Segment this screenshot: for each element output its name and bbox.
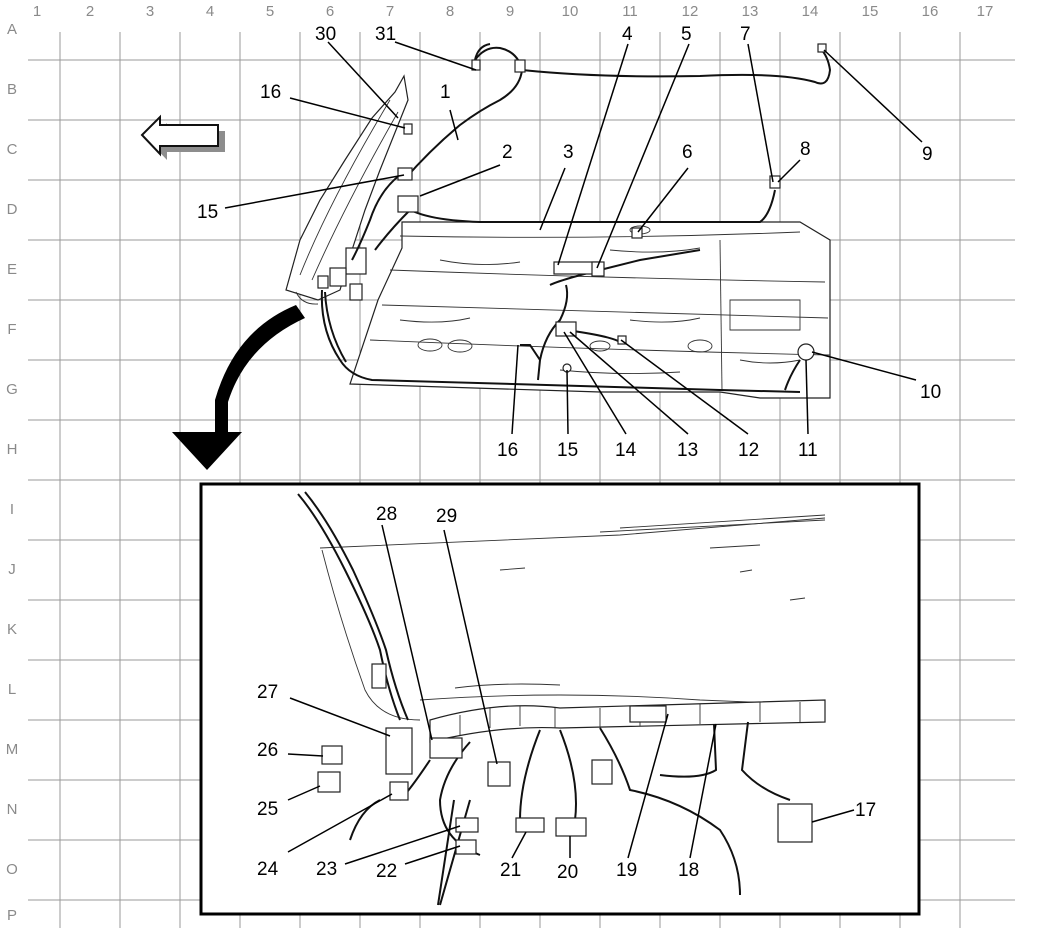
callout-label: 23 xyxy=(316,859,337,880)
callout-label: 13 xyxy=(677,440,698,461)
detail-view xyxy=(199,482,921,916)
arrow-left-icon xyxy=(140,114,225,160)
callout-label: 29 xyxy=(436,506,457,527)
row-label: K xyxy=(7,621,17,638)
detail-callouts: 28 29 27 26 25 24 23 22 21 20 19 18 17 xyxy=(257,504,876,883)
callout-label: 22 xyxy=(376,861,397,882)
connector-28 xyxy=(429,737,463,759)
column-label: 13 xyxy=(742,3,759,20)
column-label: 5 xyxy=(266,3,274,20)
column-label: 17 xyxy=(977,3,994,20)
connector-23 xyxy=(455,817,479,833)
callout-label: 17 xyxy=(855,800,876,821)
callout-label: 27 xyxy=(257,682,278,703)
row-label: B xyxy=(7,81,17,98)
dash-pillar-area xyxy=(285,74,409,305)
connector-21 xyxy=(515,817,545,833)
column-label: 4 xyxy=(206,3,214,20)
callout-label: 3 xyxy=(563,142,574,163)
callout-label: 19 xyxy=(616,860,637,881)
detail-frame xyxy=(199,482,921,916)
connector-19 xyxy=(629,705,667,723)
connector-20 xyxy=(555,817,587,837)
row-label: H xyxy=(7,441,18,458)
callout-label: 25 xyxy=(257,799,278,820)
row-label: G xyxy=(6,381,18,398)
clip xyxy=(371,663,387,689)
column-label: 1 xyxy=(33,3,41,20)
column-label: 8 xyxy=(446,3,454,20)
column-label: 16 xyxy=(922,3,939,20)
grid-row-labels: A B C D E F G H I J K L M N O P xyxy=(6,21,19,924)
column-label: 9 xyxy=(506,3,514,20)
row-label: I xyxy=(10,501,14,518)
connector-27 xyxy=(385,727,413,775)
column-label: 7 xyxy=(386,3,394,20)
column-label: 3 xyxy=(146,3,154,20)
row-label: O xyxy=(6,861,18,878)
callout-label: 10 xyxy=(920,382,941,403)
column-label: 11 xyxy=(622,3,638,20)
connector-relay xyxy=(591,759,613,785)
column-label: 14 xyxy=(802,3,819,20)
callout-label: 30 xyxy=(315,24,336,45)
floor-panel-top-view xyxy=(349,221,831,399)
callout-label: 8 xyxy=(800,139,811,160)
callout-label: 28 xyxy=(376,504,397,525)
curved-arrow-down-icon xyxy=(172,305,305,470)
column-label: 2 xyxy=(86,3,94,20)
callout-label: 20 xyxy=(557,862,578,883)
top-view-callouts: 30 31 16 1 2 15 3 4 5 6 7 8 9 10 11 12 1… xyxy=(197,24,941,461)
column-label: 6 xyxy=(326,3,334,20)
callout-label: 11 xyxy=(798,440,818,461)
callout-label: 15 xyxy=(557,440,578,461)
connector-26 xyxy=(321,745,343,765)
callout-label: 24 xyxy=(257,859,279,880)
callout-label: 31 xyxy=(375,24,396,45)
row-label: A xyxy=(7,21,17,38)
callout-label: 26 xyxy=(257,740,278,761)
callout-label: 5 xyxy=(681,24,692,45)
callout-label: 12 xyxy=(738,440,759,461)
callout-label: 7 xyxy=(740,24,751,45)
column-label: 15 xyxy=(862,3,879,20)
callout-label: 16 xyxy=(260,82,281,103)
callout-label: 6 xyxy=(682,142,693,163)
callout-label: 4 xyxy=(622,24,633,45)
connector-17 xyxy=(777,803,813,843)
column-label: 12 xyxy=(682,3,699,20)
row-label: C xyxy=(7,141,18,158)
callout-label: 18 xyxy=(678,860,699,881)
grid-column-labels: 1 2 3 4 5 6 7 8 9 10 11 12 13 14 15 16 1… xyxy=(33,3,994,20)
callout-label: 21 xyxy=(500,860,521,881)
callout-label: 2 xyxy=(502,142,513,163)
wiring-harness-top xyxy=(320,43,832,393)
callout-label: 15 xyxy=(197,202,218,223)
connector-25 xyxy=(317,771,341,793)
row-label: N xyxy=(7,801,18,818)
row-label: L xyxy=(8,681,16,698)
connector-29 xyxy=(487,761,511,787)
callout-label: 1 xyxy=(440,82,451,103)
row-label: P xyxy=(7,907,17,924)
connector-24 xyxy=(389,781,409,801)
callout-label: 14 xyxy=(615,440,637,461)
row-label: D xyxy=(7,201,18,218)
callout-label: 9 xyxy=(922,144,933,165)
row-label: J xyxy=(8,561,16,578)
row-label: E xyxy=(7,261,17,278)
row-label: F xyxy=(7,321,16,338)
column-label: 10 xyxy=(562,3,579,20)
row-label: M xyxy=(6,741,19,758)
callout-label: 16 xyxy=(497,440,518,461)
